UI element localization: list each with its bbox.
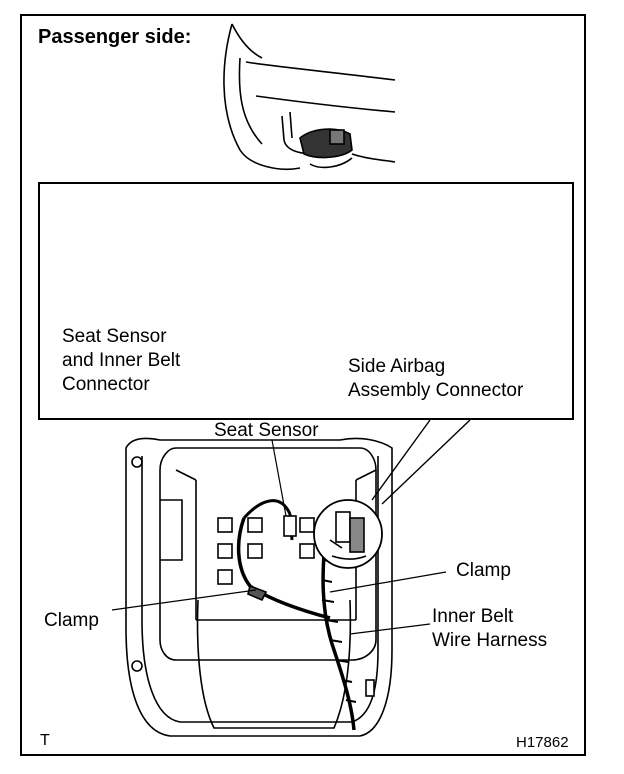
label-inner-belt-wire-harness-1: Inner Belt [432,606,514,627]
label-clamp-right: Clamp [456,560,511,581]
connector-detail-inset [38,182,574,420]
label-seat-sensor-inner-belt-connector-1: Seat Sensor [62,326,167,347]
label-side-airbag-connector-2: Assembly Connector [348,380,524,401]
label-seat-sensor: Seat Sensor [214,420,319,441]
seat-side-sketch [223,23,396,170]
diagram-title: Passenger side: [38,26,192,48]
label-seat-sensor-inner-belt-connector-3: Connector [62,374,150,395]
label-clamp-left: Clamp [44,610,99,631]
figure-frame [20,14,586,756]
label-side-airbag-connector-1: Side Airbag [348,356,446,377]
seat-frame-drawing [111,419,471,737]
label-inner-belt-wire-harness-2: Wire Harness [432,630,548,651]
corner-mark: T [40,732,50,749]
label-seat-sensor-inner-belt-connector-2: and Inner Belt [62,350,181,371]
figure-code: H17862 [516,734,569,751]
